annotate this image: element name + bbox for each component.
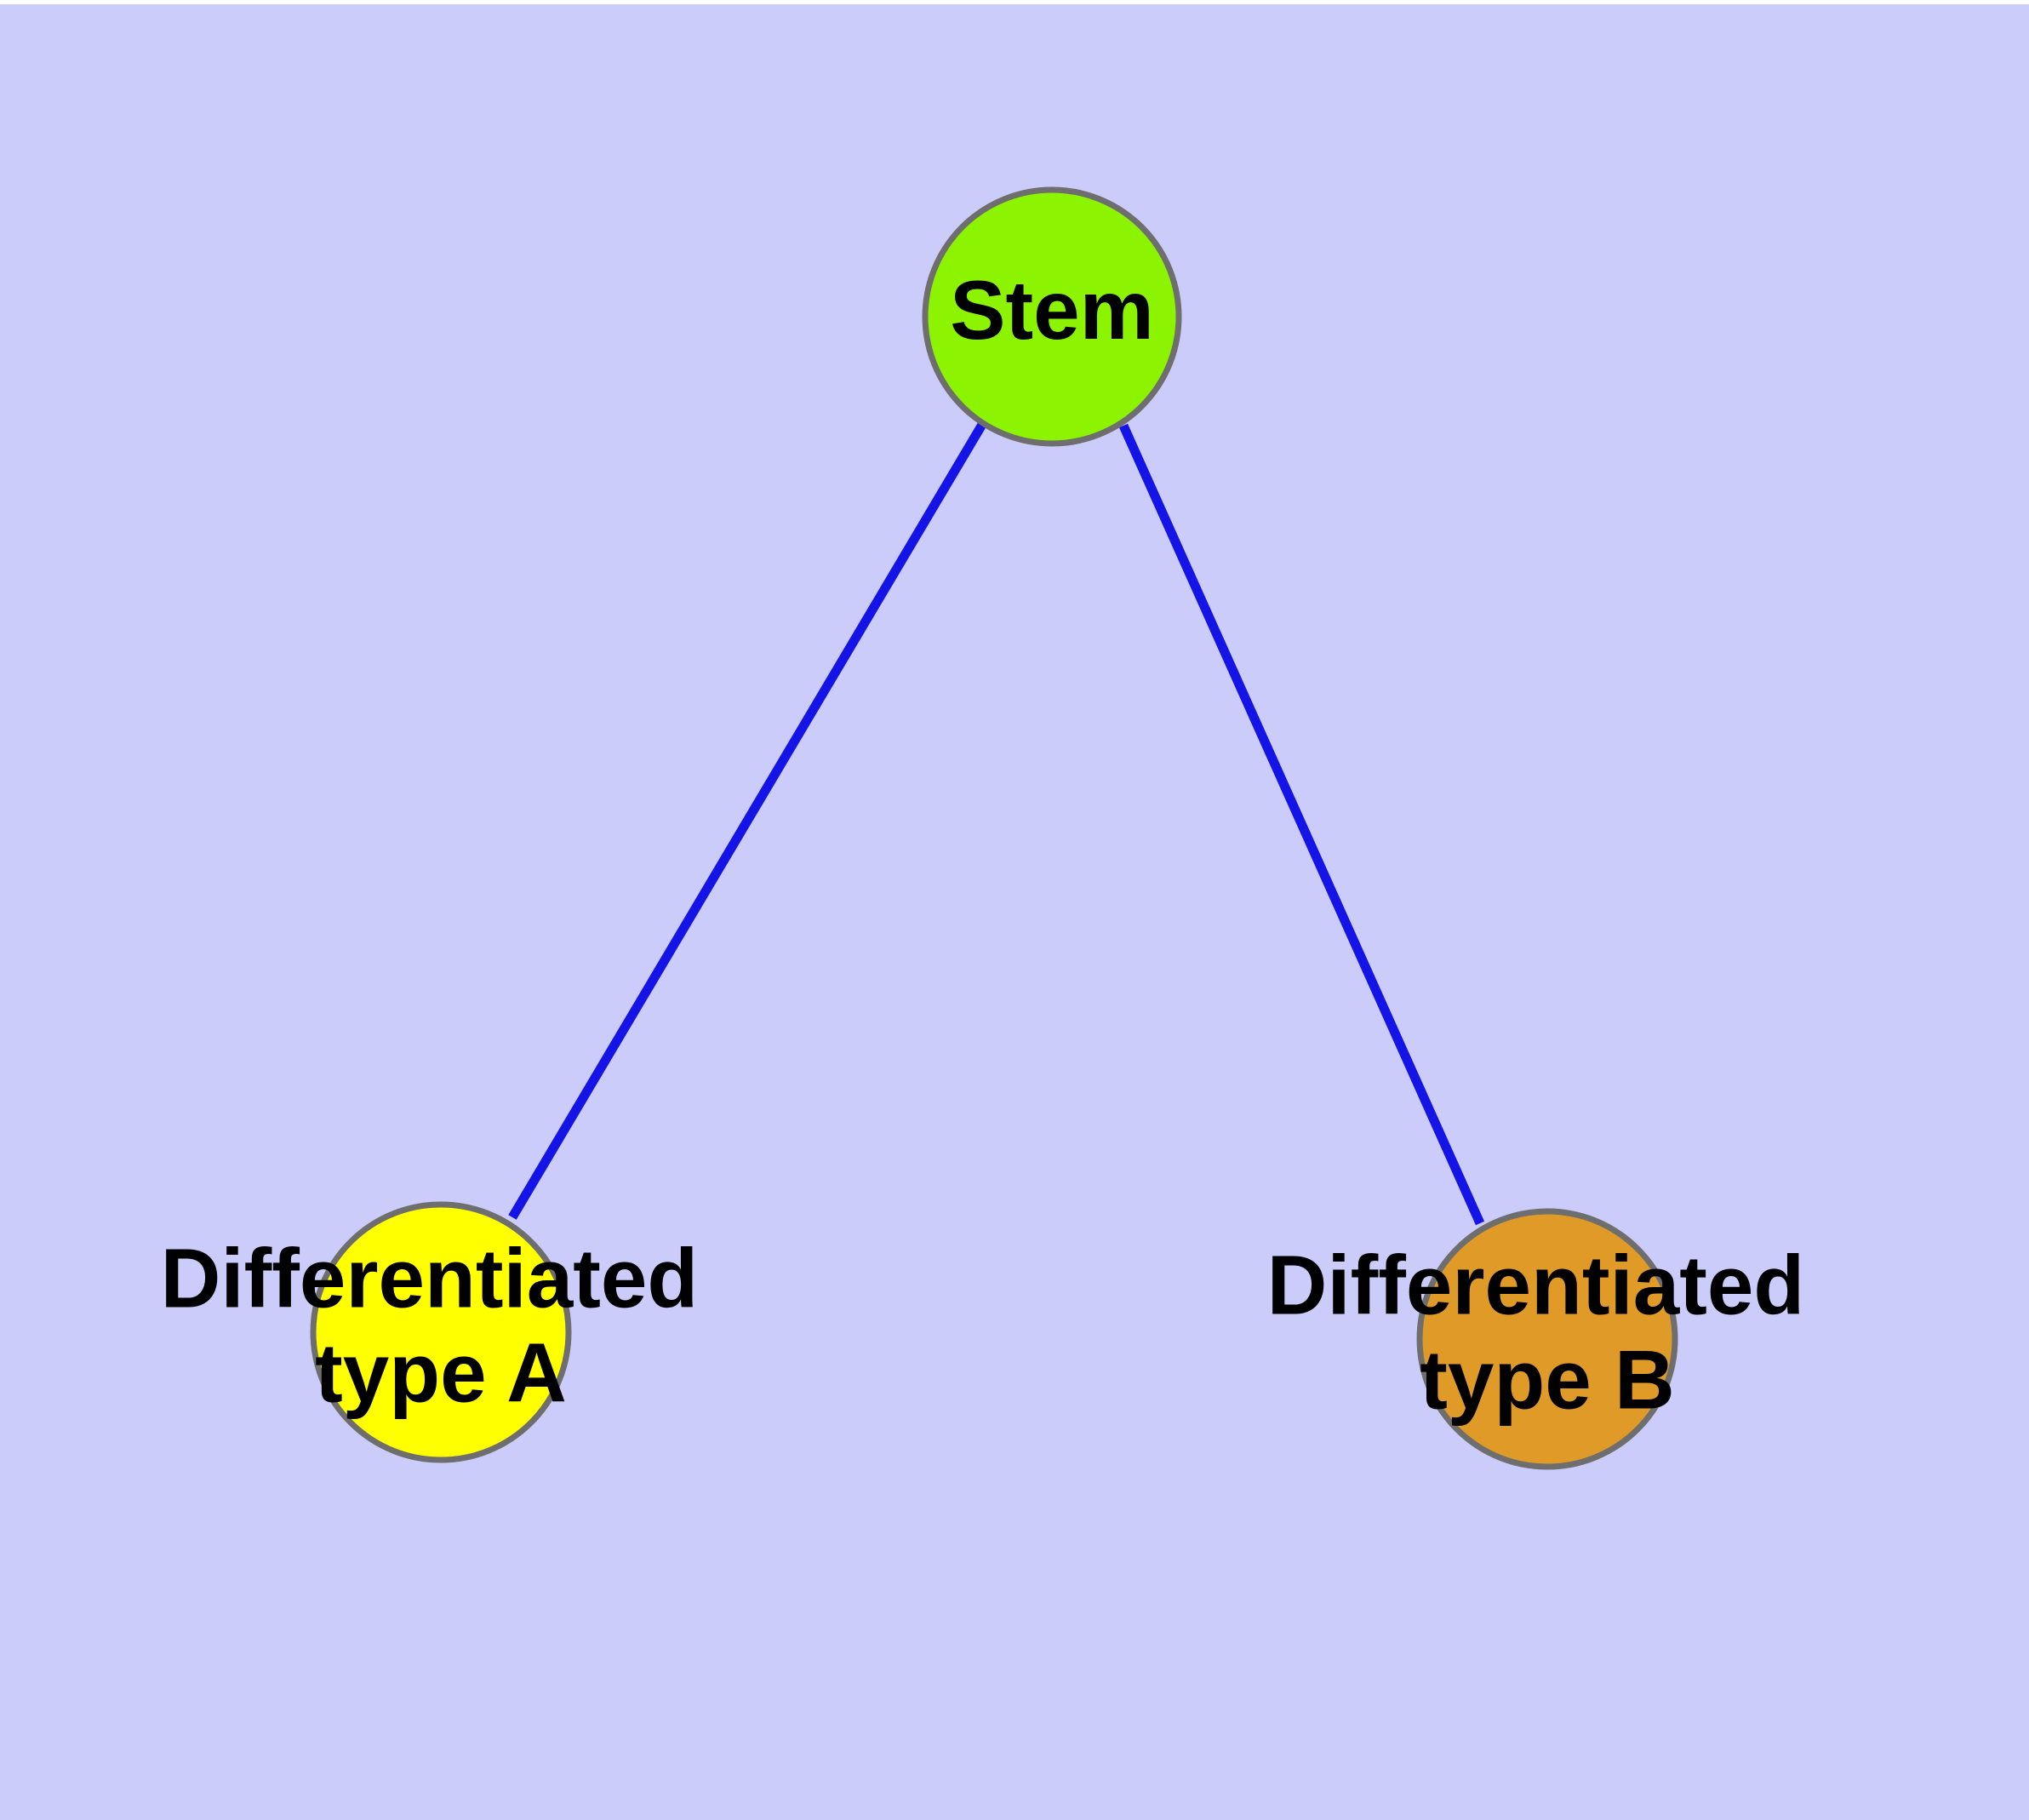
node-differentiated-type-b-label: Differentiated type B — [1267, 1239, 1828, 1427]
edge-stem-to-differentiated-type-b[interactable] — [1118, 423, 1485, 1226]
node-stem-label-line-1: Stem — [950, 263, 1154, 357]
node-differentiated-type-a-label-line-2: type A — [315, 1325, 567, 1419]
node-stem-label: Stem — [950, 263, 1154, 357]
node-differentiated-type-b-label-line-1: Differentiated — [1267, 1239, 1805, 1332]
node-differentiated-type-a-circle[interactable] — [310, 1201, 572, 1463]
edges-layer — [508, 421, 1485, 1226]
node-stem[interactable]: Stem — [922, 186, 1182, 447]
node-differentiated-type-a[interactable]: Differentiated type A — [161, 1201, 722, 1463]
node-differentiated-type-a-label: Differentiated type A — [161, 1232, 722, 1420]
node-differentiated-type-b-label-line-2: type B — [1420, 1332, 1675, 1426]
node-differentiated-type-b[interactable]: Differentiated type B — [1267, 1208, 1828, 1470]
node-stem-circle[interactable] — [922, 186, 1182, 447]
node-differentiated-type-a-label-line-1: Differentiated — [161, 1232, 699, 1325]
nodes-layer: Stem Differentiated type A Differentiate… — [161, 186, 1828, 1470]
node-differentiated-type-b-circle[interactable] — [1416, 1208, 1678, 1470]
edge-stem-to-differentiated-type-a[interactable] — [508, 421, 987, 1220]
